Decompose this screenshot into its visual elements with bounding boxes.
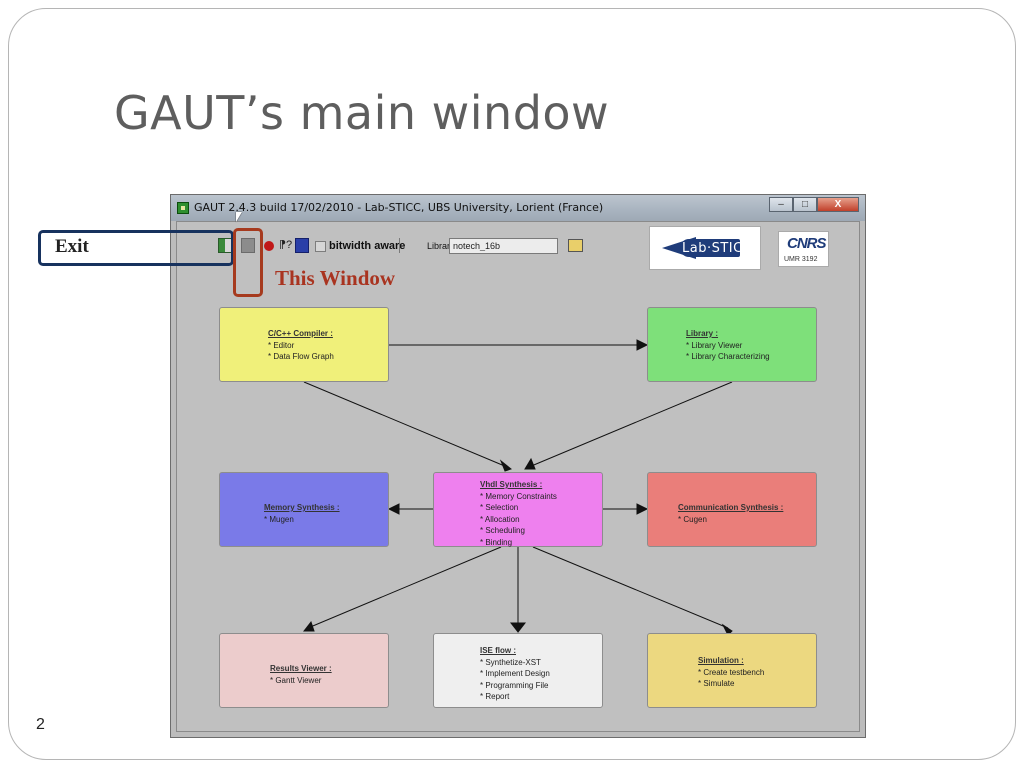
memory-synthesis-box[interactable]: Memory Synthesis : * Mugen [219,472,389,547]
results-viewer-box[interactable]: Results Viewer : * Gantt Viewer [219,633,389,708]
arrowhead-comm [636,503,649,515]
arrowhead-vhdl-left [499,459,513,472]
exit-callout [38,230,234,266]
arrowhead-results [302,620,315,632]
window-titlebar[interactable]: GAUT 2.4.3 build 17/02/2010 - Lab-STICC,… [171,195,865,221]
list-item[interactable]: * Allocation [480,514,520,524]
window-icon[interactable] [241,238,255,253]
list-item[interactable]: * Data Flow Graph [268,352,334,361]
simulation-box[interactable]: Simulation : * Create testbench * Simula… [647,633,817,708]
mouse-cursor-icon [236,212,242,222]
this-window-callout [233,228,263,297]
arrowhead-memory [387,503,400,515]
cnrs-logo: CNRS UMR 3192 [778,231,829,267]
library-input[interactable] [449,238,558,254]
ise-flow-title[interactable]: ISE flow : [480,646,516,655]
list-item[interactable]: * Memory Constraints [480,491,557,501]
list-item[interactable]: * Programming File [480,680,549,690]
folder-icon[interactable] [568,239,583,252]
stop-icon[interactable] [264,241,274,251]
close-button[interactable]: X [817,197,859,212]
simulation-title[interactable]: Simulation : [698,656,744,665]
toolbar-separator [399,238,400,253]
list-item[interactable]: * Selection [480,503,519,512]
exit-callout-label: Exit [55,236,89,257]
list-item[interactable]: * Implement Design [480,669,550,678]
book-icon[interactable] [295,238,309,253]
communication-synthesis-box[interactable]: Communication Synthesis : * Cugen [647,472,817,547]
library-box[interactable]: Library : * Library Viewer * Library Cha… [647,307,817,382]
vhdl-synthesis-title[interactable]: Vhdl Synthesis : [480,480,543,489]
list-item[interactable]: * Library Viewer [686,340,743,350]
arrow-vhdl-sim [532,546,729,629]
results-viewer-title[interactable]: Results Viewer : [270,664,332,673]
window-title: GAUT 2.4.3 build 17/02/2010 - Lab-STICC,… [194,201,604,214]
gaut-main-window: GAUT 2.4.3 build 17/02/2010 - Lab-STICC,… [170,194,866,738]
library-title[interactable]: Library : [686,329,719,338]
memory-synthesis-title[interactable]: Memory Synthesis : [264,503,340,512]
compiler-box[interactable]: C/C++ Compiler : * Editor * Data Flow Gr… [219,307,389,382]
bitwidth-aware-checkbox[interactable] [315,241,326,252]
arrowhead-vhdl-right [524,457,536,470]
arrowhead-library [636,339,649,351]
arrow-library-vhdl [528,381,733,468]
maximize-button[interactable]: □ [793,197,817,212]
page-number: 2 [36,716,45,733]
lab-sticc-text: Lab·STICC [682,241,753,256]
cnrs-mark: CNRS [787,235,827,252]
lab-sticc-badge [680,239,740,257]
list-item[interactable]: * Cugen [678,514,707,524]
ise-flow-box[interactable]: ISE flow : * Synthetize-XST * Implement … [433,633,603,708]
list-item[interactable]: * Simulate [698,679,735,688]
list-item[interactable]: * Gantt Viewer [270,675,322,685]
list-item[interactable]: * Create testbench [698,667,765,677]
arrow-vhdl-results [307,546,502,629]
arrowhead-ise [509,622,527,633]
cnrs-umr-label: UMR 3192 [784,256,818,263]
list-item[interactable]: * Binding [480,537,513,547]
library-label: Library: [427,241,458,251]
slide-frame [8,8,1016,760]
this-window-label: This Window [275,266,396,290]
slide-title: GAUT’s main window [114,86,610,140]
window-controls: – □ X [769,197,859,212]
help-icon[interactable]: ⁋? [279,239,293,251]
list-item[interactable]: * Scheduling [480,526,525,535]
list-item[interactable]: * Editor [268,340,295,350]
compiler-title[interactable]: C/C++ Compiler : [268,329,333,338]
app-icon [177,202,189,214]
lab-sticc-logo: Lab·STICC [649,226,761,270]
list-item[interactable]: * Synthetize-XST [480,657,541,667]
list-item[interactable]: * Library Characterizing [686,352,770,361]
list-item[interactable]: * Mugen [264,514,294,524]
minimize-button[interactable]: – [769,197,793,212]
arrow-compiler-vhdl [303,381,508,468]
communication-synthesis-title[interactable]: Communication Synthesis : [678,503,784,512]
vhdl-synthesis-box[interactable]: Vhdl Synthesis : * Memory Constraints * … [433,472,603,547]
list-item[interactable]: * Report [480,692,510,701]
flow-connectors [302,339,733,636]
bitwidth-aware-label: bitwidth aware [329,240,406,252]
